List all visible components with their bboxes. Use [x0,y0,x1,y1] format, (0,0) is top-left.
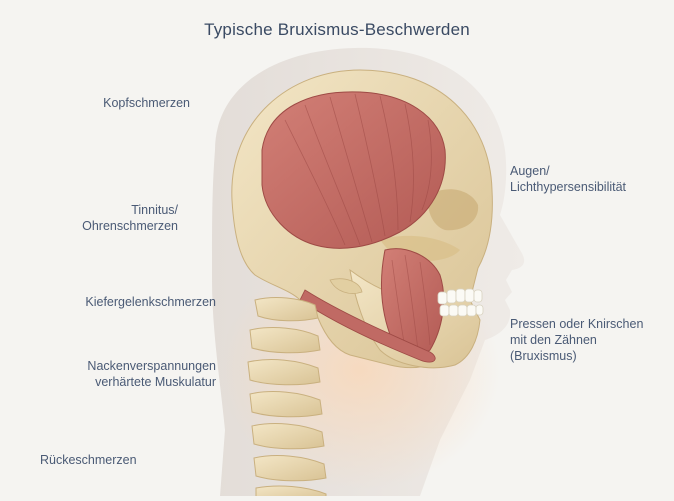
page-title: Typische Bruxismus-Beschwerden [0,20,674,40]
label-line: Kopfschmerzen [40,95,190,111]
label-augen: Augen/ Lichthypersensibilität [510,163,670,195]
label-line: mit den Zähnen [510,332,670,348]
label-tinnitus: Tinnitus/ Ohrenschmerzen [40,202,178,234]
label-kiefergelenkschmerzen: Kiefergelenkschmerzen [20,294,216,310]
label-line: Rückeschmerzen [40,452,200,468]
label-line: Tinnitus/ [40,202,178,218]
label-line: Kiefergelenkschmerzen [20,294,216,310]
label-line: Lichthypersensibilität [510,179,670,195]
label-nackenverspannungen: Nackenverspannungen verhärtete Muskulatu… [20,358,216,390]
label-kopfschmerzen: Kopfschmerzen [40,95,190,111]
label-line: Nackenverspannungen [20,358,216,374]
label-line: verhärtete Muskulatur [20,374,216,390]
label-line: Augen/ [510,163,670,179]
label-bruxismus: Pressen oder Knirschen mit den Zähnen (B… [510,316,670,364]
label-line: (Bruxismus) [510,348,670,364]
label-rueckenschmerzen: Rückeschmerzen [40,452,200,468]
label-line: Ohrenschmerzen [40,218,178,234]
label-line: Pressen oder Knirschen [510,316,670,332]
